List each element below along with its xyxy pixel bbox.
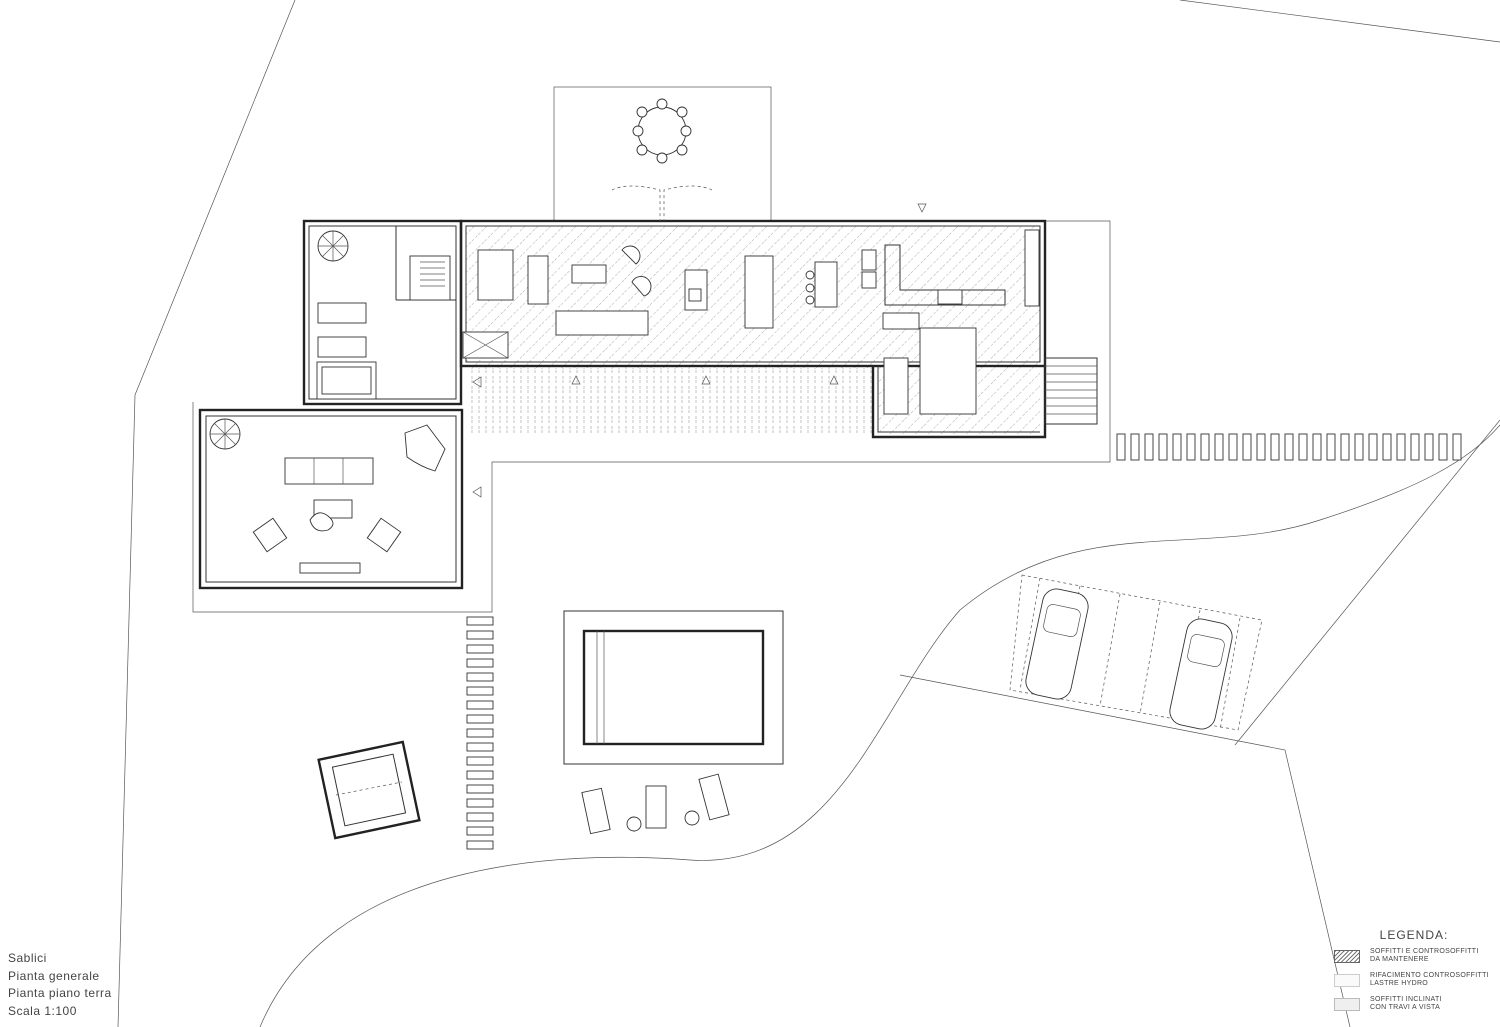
spiral-stair-icon [209, 230, 349, 450]
site-boundary [117, 0, 1500, 1027]
garden-shed [317, 740, 421, 840]
legend-item: SOFFITTI E CONTROSOFFITTI DA MANTENERE [1334, 948, 1494, 964]
legend-item-line1: SOFFITTI INCLINATI [1370, 996, 1442, 1003]
terrace-door-arcs [611, 185, 713, 221]
east-stair [1044, 357, 1098, 425]
stepping-stone-path [466, 616, 494, 850]
east-stepping-stones [1116, 433, 1462, 461]
legend-item-line2: LASTRE HYDRO [1370, 980, 1429, 987]
kitchen-furniture [861, 229, 1040, 415]
legend: LEGENDA: SOFFITTI E CONTROSOFFITTI DA MA… [1334, 928, 1494, 1020]
swimming-pool [563, 610, 784, 765]
living-room-furniture [252, 424, 446, 574]
title-block: Sablici Pianta generale Pianta piano ter… [8, 950, 112, 1020]
living-pavilion-walls [198, 408, 464, 590]
main-hall-furniture [477, 245, 838, 336]
entry-arrow-icon [472, 203, 927, 498]
legend-item-line2: DA MANTENERE [1370, 956, 1429, 963]
sun-lounger-icon [581, 773, 730, 835]
hatch-swatch-icon [1334, 950, 1360, 963]
legend-item: SOFFITTI INCLINATI CON TRAVI A VISTA [1334, 996, 1494, 1012]
project-name: Sablici [8, 951, 47, 965]
legend-item: RIFACIMENTO CONTROSOFFITTI LASTRE HYDRO [1334, 972, 1494, 988]
legend-item-line2: CON TRAVI A VISTA [1370, 1004, 1441, 1011]
drawing-subtitle: Pianta generale [8, 968, 100, 983]
legend-title: LEGENDA: [1379, 928, 1449, 942]
bedroom-furniture [316, 255, 509, 400]
porch-beams [466, 368, 878, 434]
car-icon [1025, 588, 1233, 730]
legend-item-line1: RIFACIMENTO CONTROSOFFITTI [1370, 972, 1489, 979]
legend-item-line1: SOFFITTI E CONTROSOFFITTI [1370, 948, 1479, 955]
drawing-scale: Scala 1:100 [8, 1003, 77, 1018]
grey-swatch-icon [1334, 998, 1360, 1011]
driveway-edge [259, 424, 1500, 1027]
platform-outline [192, 220, 1111, 613]
drawing-level: Pianta piano terra [8, 986, 112, 1000]
round-table-icon [632, 98, 692, 164]
light-swatch-icon [1334, 974, 1360, 987]
